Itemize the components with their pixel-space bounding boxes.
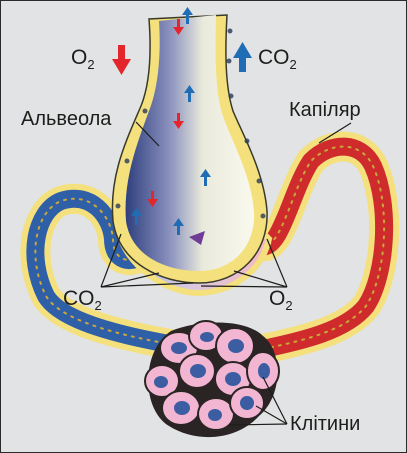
co2-top-label: CO2	[258, 47, 297, 71]
o2-bottom-label: O2	[269, 288, 293, 312]
o2-top-label: O2	[71, 47, 95, 71]
capillary-label: Капіляр	[289, 100, 361, 120]
arterial-capillary	[261, 147, 384, 349]
o2-header-arrow	[112, 45, 131, 75]
co2-bottom-label: CO2	[63, 288, 102, 312]
alveola-label: Альвеола	[21, 109, 111, 129]
cells-label: Клітини	[290, 414, 360, 434]
co2-header-arrow	[233, 42, 252, 72]
cells-cluster	[145, 321, 279, 437]
